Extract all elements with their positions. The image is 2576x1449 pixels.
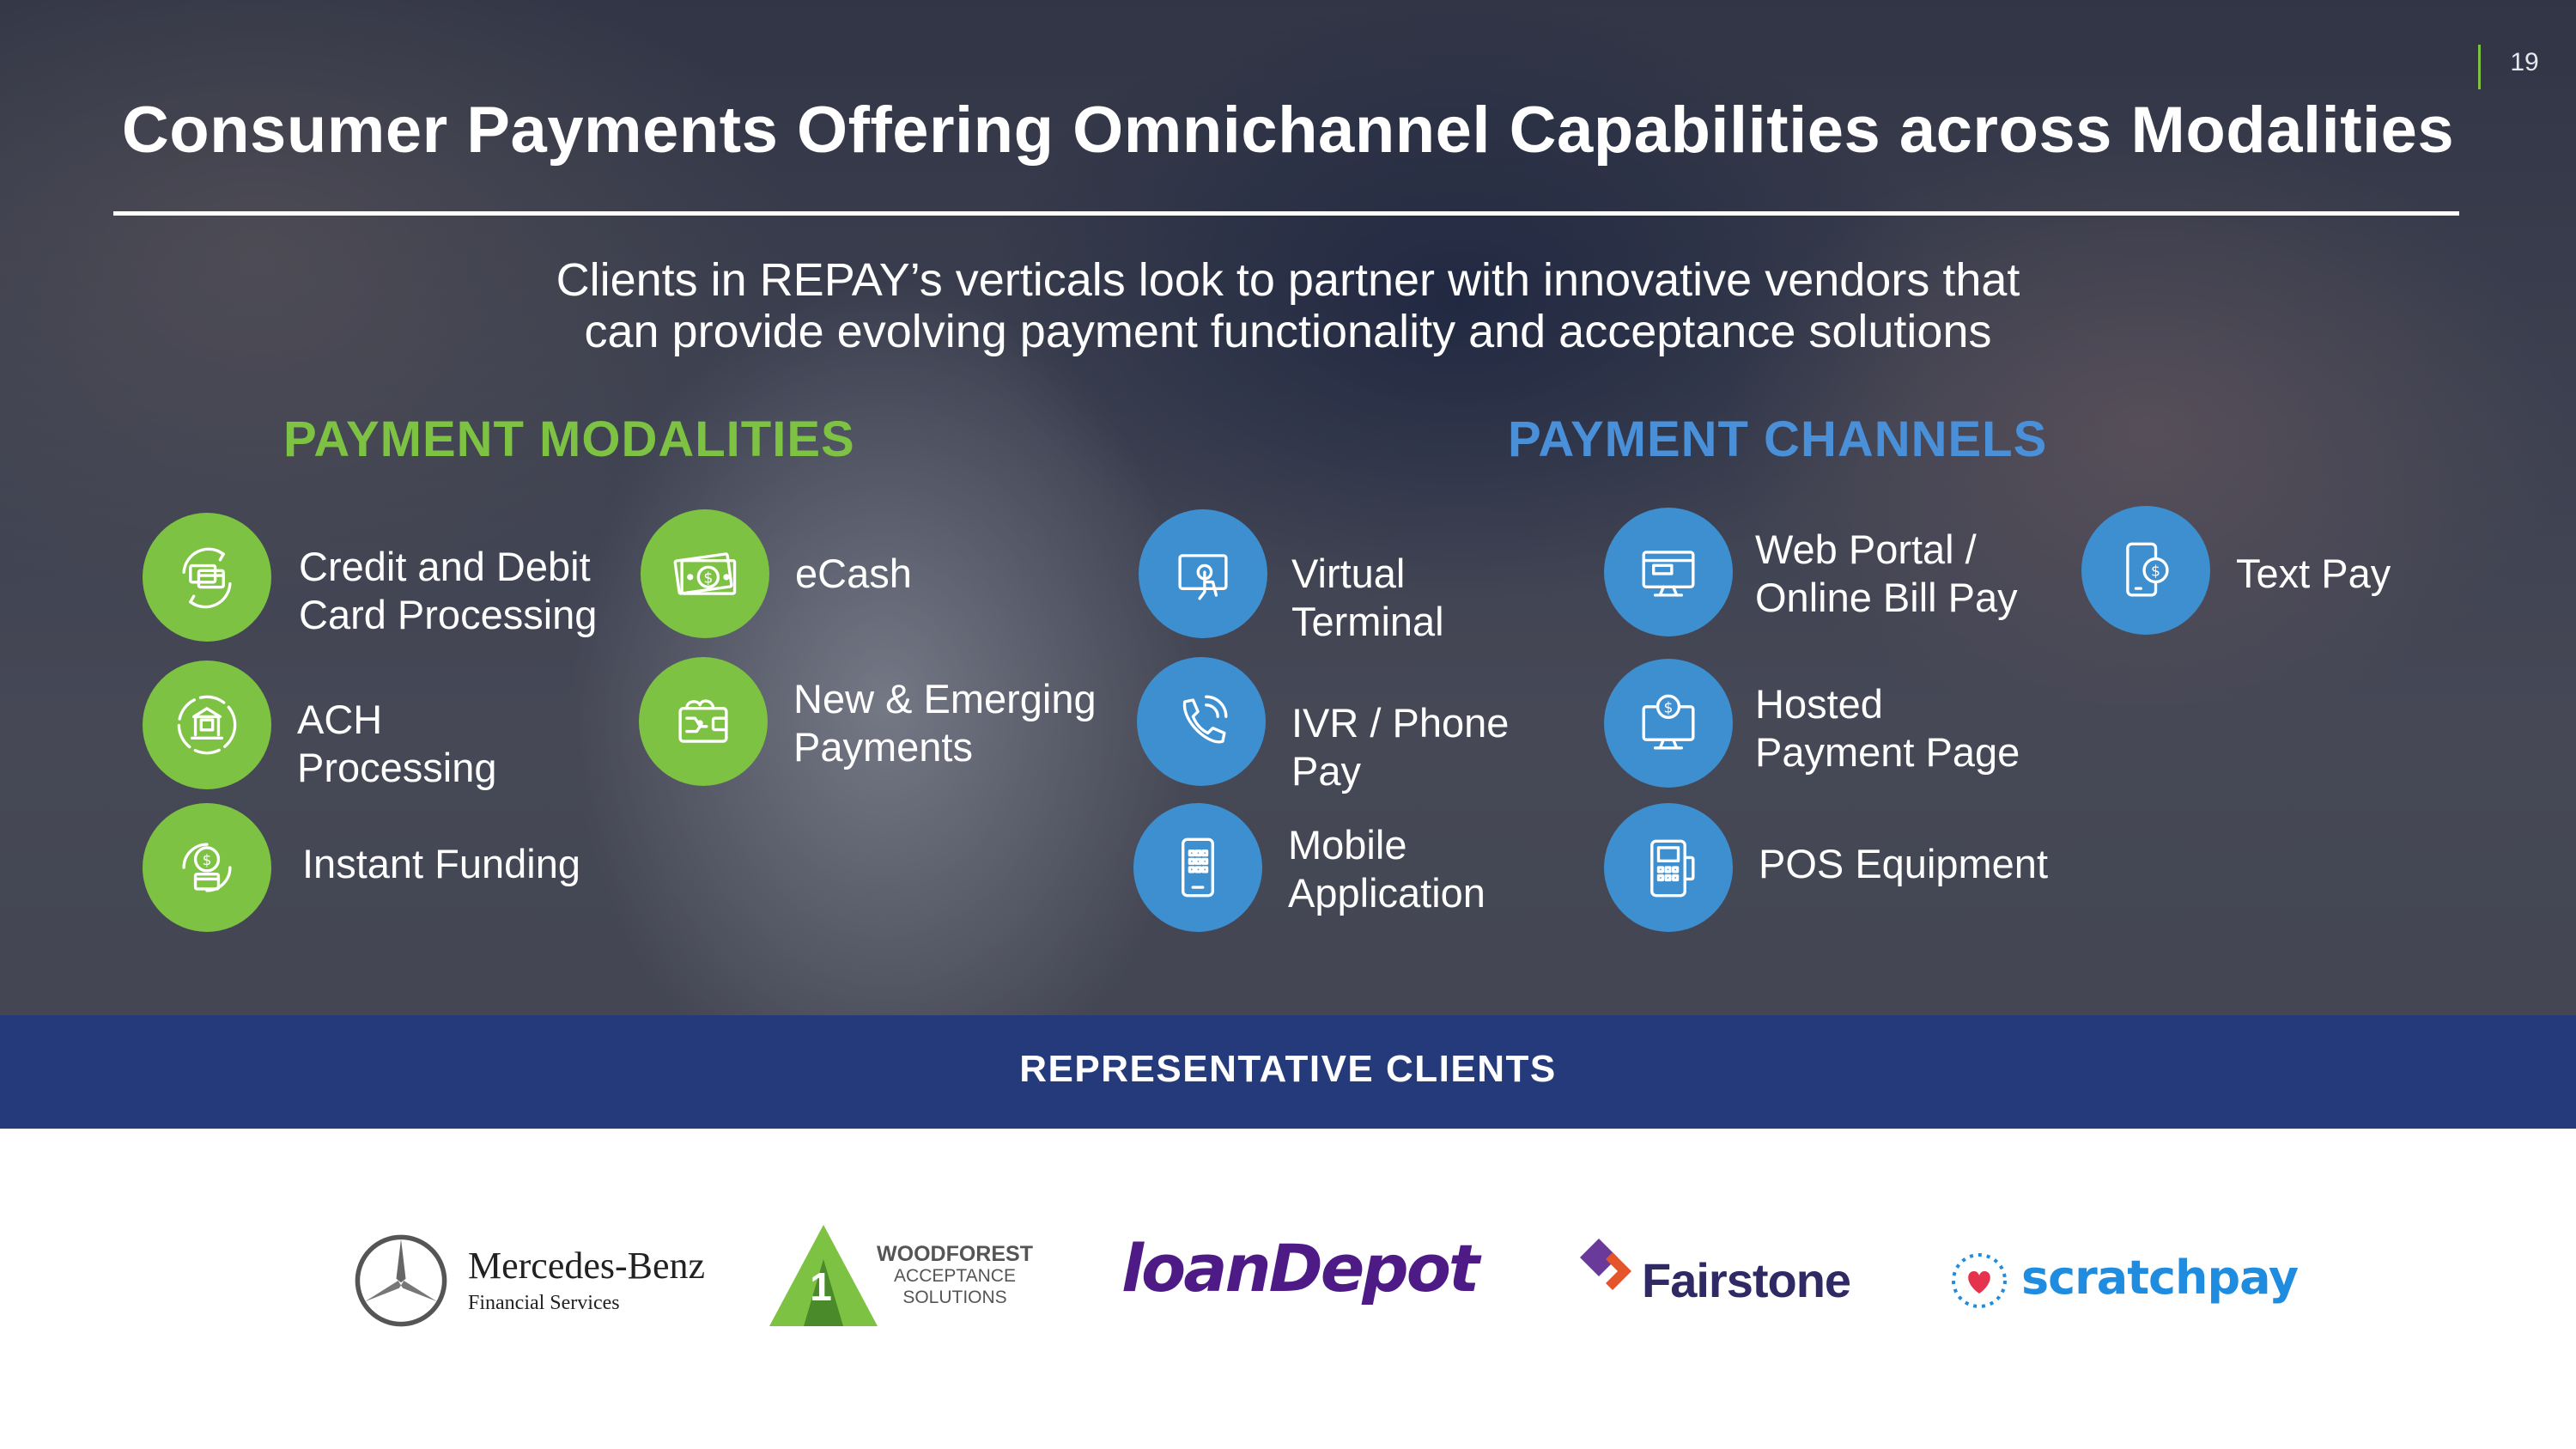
channel-ivr-phone-label: IVR / Phone Pay <box>1291 700 1510 794</box>
channel-text-pay-label: Text Pay <box>2236 551 2391 596</box>
svg-text:$: $ <box>2151 563 2160 581</box>
mercedes-benz-name: Mercedes-Benz <box>468 1245 706 1287</box>
woodforest-tree-logo-icon: 1 <box>769 1225 878 1326</box>
cash-bill-icon: $ <box>641 509 769 638</box>
scratchpay-heart-logo-icon <box>1952 1253 2007 1308</box>
page-number: 19 <box>2510 48 2539 76</box>
clients-band <box>0 1015 2576 1129</box>
fairstone-mark-logo-icon <box>1580 1239 1631 1290</box>
fairstone-logo: Fairstone <box>1642 1253 1851 1307</box>
card-exchange-icon <box>143 513 271 642</box>
mobile-keypad-icon <box>1133 803 1262 932</box>
mercedes-benz-sub: Financial Services <box>468 1292 620 1314</box>
touchscreen-tap-icon <box>1139 509 1267 638</box>
representative-clients-heading: REPRESENTATIVE CLIENTS <box>1019 1048 1557 1090</box>
bank-cycle-icon <box>143 661 271 789</box>
svg-text:$: $ <box>203 852 212 869</box>
phone-call-icon <box>1137 657 1266 786</box>
monitor-dollar-icon: $ <box>1604 659 1733 788</box>
phone-dollar-icon: $ <box>2081 506 2210 635</box>
payment-channels-heading: PAYMENT CHANNELS <box>1508 411 2048 467</box>
modality-ach-label: ACH Processing <box>297 697 497 790</box>
page-number-divider <box>2478 45 2481 89</box>
channel-mobile-app-label: Mobile Application <box>1288 822 1485 916</box>
modality-instant-funding-label: Instant Funding <box>302 841 580 886</box>
woodforest-wordmark: WOODFOREST ACCEPTANCE SOLUTIONS <box>877 1242 1033 1308</box>
svg-text:$: $ <box>703 570 713 588</box>
dollar-card-cycle-icon: $ <box>143 803 271 932</box>
channel-pos-label: POS Equipment <box>1759 841 2049 886</box>
pos-terminal-icon <box>1604 803 1733 932</box>
wallet-circuit-icon <box>639 657 768 786</box>
channel-hosted-page-label: Hosted Payment Page <box>1755 681 2020 775</box>
web-monitor-icon <box>1604 508 1733 636</box>
slide-title: Consumer Payments Offering Omnichannel C… <box>121 94 2455 167</box>
slide-subtitle: Clients in REPAY’s verticals look to par… <box>258 254 2318 357</box>
svg-text:1: 1 <box>810 1264 832 1309</box>
channel-web-portal-label: Web Portal / Online Bill Pay <box>1755 527 2018 620</box>
modality-ecash-label: eCash <box>795 551 912 596</box>
title-underline <box>113 211 2459 216</box>
payment-modalities-heading: PAYMENT MODALITIES <box>283 411 855 467</box>
channel-virtual-terminal-label: Virtual Terminal <box>1291 551 1444 644</box>
modality-new-emerging-label: New & Emerging Payments <box>793 676 1097 770</box>
subtitle-line-1: Clients in REPAY’s verticals look to par… <box>556 254 2020 306</box>
loandepot-logo: loanDepot <box>1121 1230 1479 1306</box>
svg-text:$: $ <box>1664 700 1674 717</box>
modality-credit-debit-label: Credit and Debit Card Processing <box>299 544 598 637</box>
subtitle-line-2: can provide evolving payment functionali… <box>584 306 1992 357</box>
mercedes-star-logo-icon <box>355 1234 447 1327</box>
client-logos-area <box>0 1129 2576 1449</box>
scratchpay-logo: scratchpay <box>2021 1251 2299 1305</box>
